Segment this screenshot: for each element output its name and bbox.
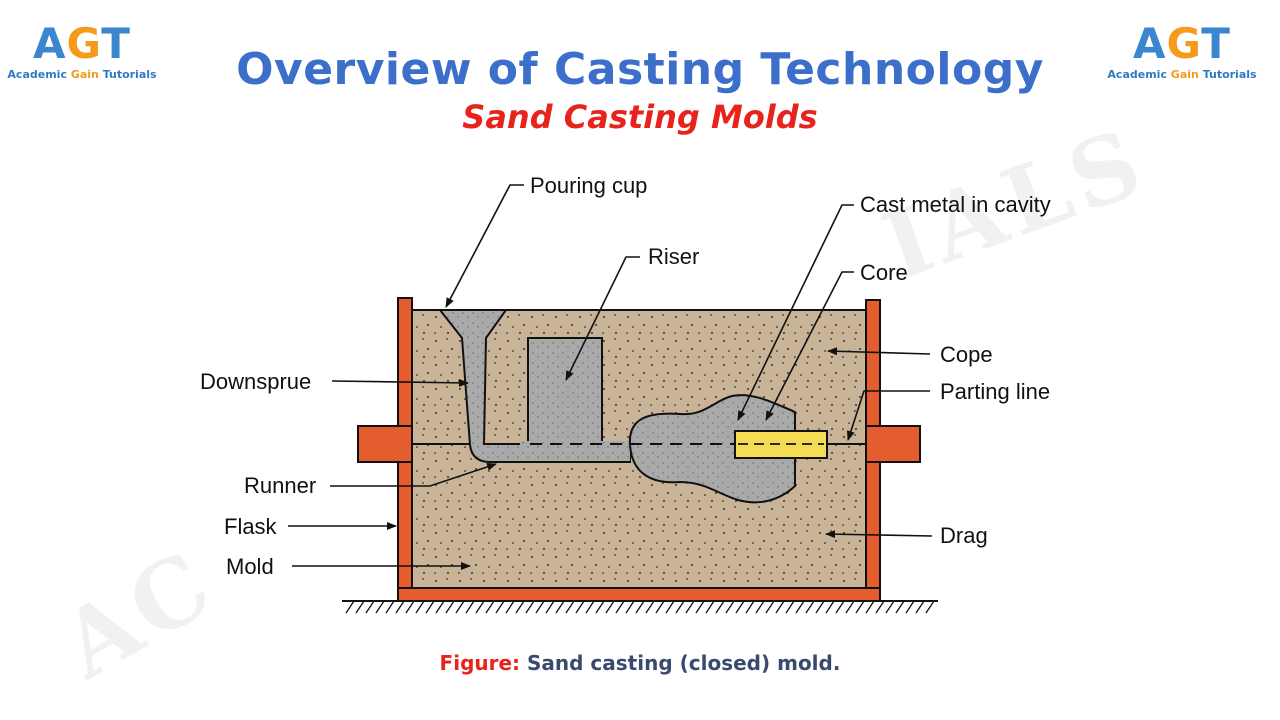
page-title: Overview of Casting Technology bbox=[236, 44, 1044, 95]
label-flask: Flask bbox=[224, 514, 278, 539]
logo-right: AGT Academic Gain Tutorials bbox=[1102, 19, 1262, 82]
logo-text: Academic Gain Tutorials bbox=[7, 68, 157, 81]
leader-lines bbox=[288, 184, 933, 570]
riser bbox=[527, 337, 603, 445]
caption-prefix: Figure: bbox=[439, 651, 521, 675]
label-mold: Mold bbox=[226, 554, 274, 579]
label-cope: Cope bbox=[940, 342, 993, 367]
logo-mark: AGT bbox=[33, 19, 131, 68]
flask bbox=[357, 297, 921, 602]
label-runner: Runner bbox=[244, 473, 316, 498]
caption-text: Sand casting (closed) mold. bbox=[520, 651, 841, 675]
logo-mark: AGT bbox=[1133, 19, 1231, 68]
logo-text: Academic Gain Tutorials bbox=[1107, 68, 1257, 81]
label-parting-line: Parting line bbox=[940, 379, 1050, 404]
ground-hatch bbox=[342, 600, 938, 614]
page-subtitle: Sand Casting Molds bbox=[462, 98, 818, 136]
label-core: Core bbox=[860, 260, 908, 285]
label-riser: Riser bbox=[648, 244, 699, 269]
label-pouring-cup: Pouring cup bbox=[530, 173, 647, 198]
label-downsprue: Downsprue bbox=[200, 369, 311, 394]
core bbox=[734, 430, 828, 459]
figure-caption: Figure: Sand casting (closed) mold. bbox=[0, 651, 1280, 675]
label-drag: Drag bbox=[940, 523, 988, 548]
label-cast-metal: Cast metal in cavity bbox=[860, 192, 1051, 217]
logo-left: AGT Academic Gain Tutorials bbox=[2, 19, 162, 82]
